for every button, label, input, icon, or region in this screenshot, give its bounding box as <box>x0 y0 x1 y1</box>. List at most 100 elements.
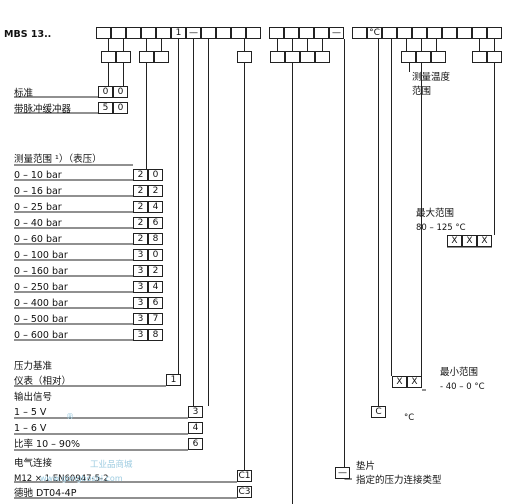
output-row-label: 1 – 5 V <box>14 407 47 418</box>
code-cell <box>401 51 416 63</box>
output-row-label: 1 – 6 V <box>14 423 47 434</box>
code-cell <box>96 27 111 39</box>
code-cell <box>156 27 171 39</box>
pressure-code-cell: 3 <box>133 249 148 261</box>
output-code-cell: 6 <box>188 438 203 450</box>
max-range-value: 80 – 125 °C <box>416 223 466 233</box>
temp-range-title-2: 范围 <box>412 86 432 97</box>
code-cell <box>284 27 299 39</box>
pressure-code-cell: 4 <box>148 281 163 293</box>
code-cell <box>201 27 216 39</box>
code-cell <box>101 51 116 63</box>
pressure-ref-code-cell: 1 <box>166 374 181 386</box>
connector-line <box>344 39 352 480</box>
pressure-code-cell: 8 <box>148 329 163 341</box>
pressure-ref-title: 压力基准 <box>14 361 53 372</box>
pressure-ref-label: 仪表（相对） <box>14 376 72 387</box>
pressure-range-label: 0 – 500 bar <box>14 314 68 325</box>
code-cell <box>231 27 246 39</box>
pressure-code-cell: 3 <box>133 297 148 309</box>
watermark-mark: ® <box>66 412 74 421</box>
connector-line <box>108 39 124 86</box>
gasket-title: 垫片 <box>356 461 376 472</box>
code-cell: 1 <box>171 27 186 39</box>
code-cell <box>139 51 154 63</box>
connector-line <box>14 39 245 499</box>
pressure-code-cell: 3 <box>133 265 148 277</box>
max-range-code-cell: X <box>447 235 462 247</box>
code-cell <box>487 27 502 39</box>
pressure-code-cell: 2 <box>133 185 148 197</box>
code-cell <box>246 27 261 39</box>
temp-range-title: 测量温度 <box>412 72 451 83</box>
electrical-title: 电气连接 <box>14 458 53 469</box>
pressure-code-cell: 4 <box>148 201 163 213</box>
connector-line <box>14 96 98 114</box>
connector-line <box>391 39 437 376</box>
code-cell <box>300 51 315 63</box>
code-cell: — <box>186 27 201 39</box>
snubber-label: 带脉冲缓冲器 <box>14 104 72 115</box>
code-cell <box>285 51 300 63</box>
standard-code-cell: 0 <box>98 86 113 98</box>
electrical-row-label: 德驰 DT04-4P <box>14 488 77 499</box>
code-cell: — <box>329 27 344 39</box>
connector-line <box>146 39 162 169</box>
pressure-code-cell: 3 <box>133 313 148 325</box>
pressure-code-cell: 7 <box>148 313 163 325</box>
code-cell <box>314 27 329 39</box>
snubber-code-cell: 0 <box>113 102 128 114</box>
pressure-range-label: 0 – 100 bar <box>14 250 68 261</box>
pressure-code-cell: 2 <box>133 217 148 229</box>
code-cell <box>397 27 412 39</box>
min-range-value: - 40 – 0 °C <box>440 382 485 392</box>
pressure-code-cell: 3 <box>133 281 148 293</box>
max-range-code-cell: X <box>462 235 477 247</box>
min-range-code-cell: X <box>392 376 407 388</box>
connector-line <box>277 39 323 504</box>
code-cell <box>382 27 397 39</box>
code-cell <box>111 27 126 39</box>
pressure-code-cell: 2 <box>148 185 163 197</box>
gasket-subtitle: 指定的压力连接类型 <box>356 475 442 486</box>
pressure-code-cell: 0 <box>148 169 163 181</box>
code-cell <box>315 51 330 63</box>
electrical-row-label: M12 × 1 EN60947-5-2 <box>14 474 109 484</box>
pressure-code-cell: 2 <box>133 169 148 181</box>
pressure-range-label: 0 – 600 bar <box>14 330 68 341</box>
pressure-code-cell: 2 <box>148 265 163 277</box>
max-range-title: 最大范围 <box>416 208 455 219</box>
code-cell <box>457 27 472 39</box>
code-cell <box>472 51 487 63</box>
output-code-cell: 4 <box>188 422 203 434</box>
code-cell <box>270 51 285 63</box>
code-cell <box>141 27 156 39</box>
pressure-code-cell: 6 <box>148 217 163 229</box>
code-cell: °C <box>367 27 382 39</box>
connector-line <box>422 246 492 391</box>
min-range-code-cell: X <box>407 376 422 388</box>
pressure-code-cell: 3 <box>133 329 148 341</box>
electrical-code-cell: C1 <box>237 470 252 482</box>
electrical-code-cell: C3 <box>237 486 252 498</box>
model-prefix: MBS 13.. <box>4 29 52 40</box>
code-cell <box>427 27 442 39</box>
standard-code-cell: 0 <box>113 86 128 98</box>
pressure-range-heading: 测量范围 ¹）（表压） <box>14 154 102 165</box>
code-cell <box>431 51 446 63</box>
code-cell <box>237 51 252 63</box>
connector-line <box>14 39 209 451</box>
code-cell <box>126 27 141 39</box>
code-cell <box>216 27 231 39</box>
pressure-range-label: 0 – 16 bar <box>14 186 62 197</box>
temp-unit-label: °C <box>404 413 415 423</box>
code-cell <box>116 51 131 63</box>
code-cell <box>269 27 284 39</box>
pressure-range-label: 0 – 60 bar <box>14 234 62 245</box>
connector-line <box>409 39 495 235</box>
code-cell <box>154 51 169 63</box>
max-range-code-cell: X <box>477 235 492 247</box>
code-cell <box>442 27 457 39</box>
